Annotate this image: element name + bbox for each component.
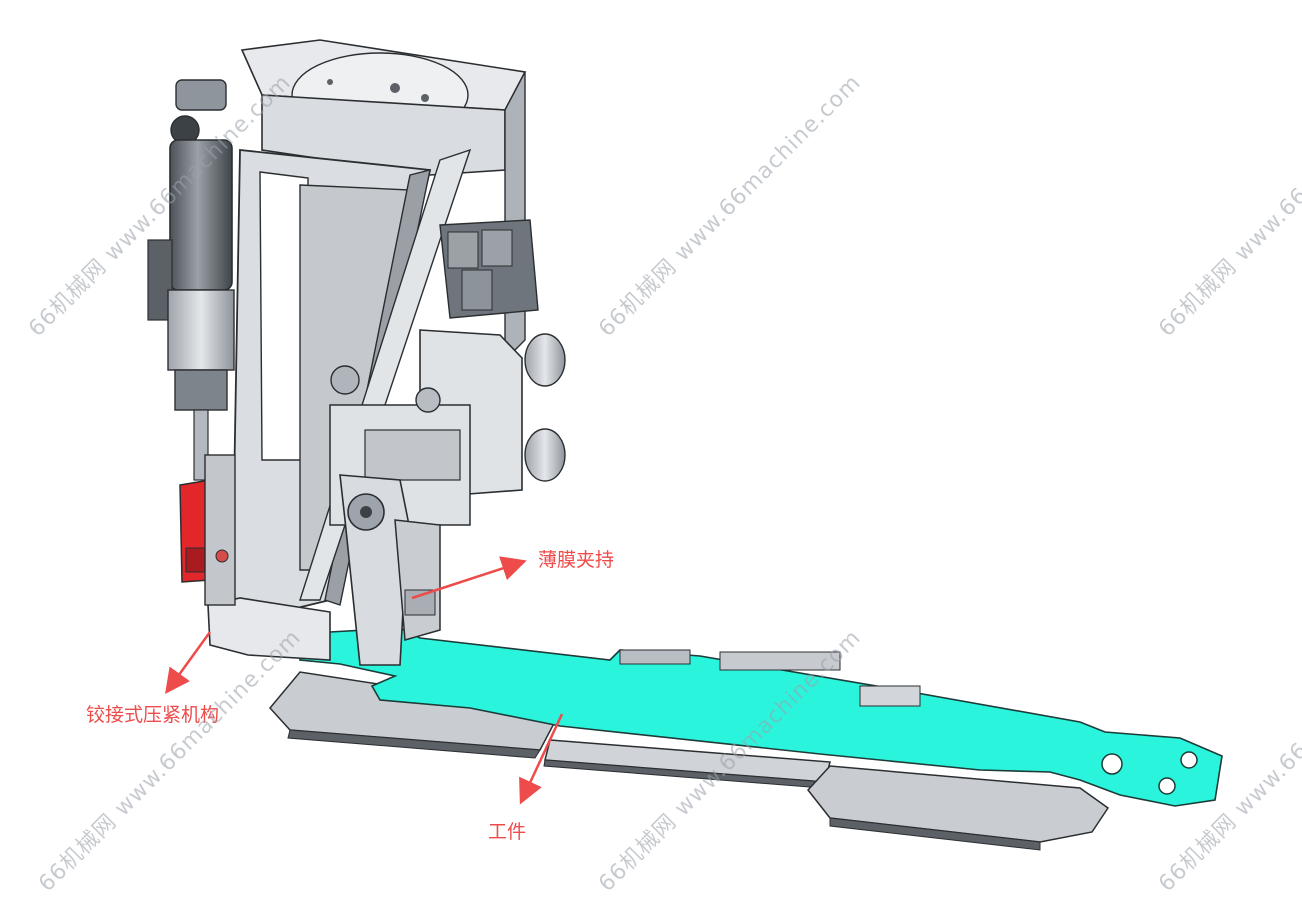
arrow-film-clamp xyxy=(411,556,527,600)
film-clamp-mechanism xyxy=(329,365,471,666)
label-workpiece: 工件 xyxy=(488,821,527,843)
arrow-workpiece xyxy=(519,713,564,805)
label-hinge-press: 铰接式压紧机构 xyxy=(86,704,220,726)
arrow-hinge-press xyxy=(165,631,212,695)
label-film-clamp: 薄膜夹持 xyxy=(538,549,615,571)
annotation-arrows xyxy=(165,556,564,805)
lower-support-plates xyxy=(269,671,1110,851)
red-clamp-cylinder xyxy=(179,454,236,606)
left-cylinder xyxy=(147,79,235,481)
workpiece-plate xyxy=(299,627,1223,807)
